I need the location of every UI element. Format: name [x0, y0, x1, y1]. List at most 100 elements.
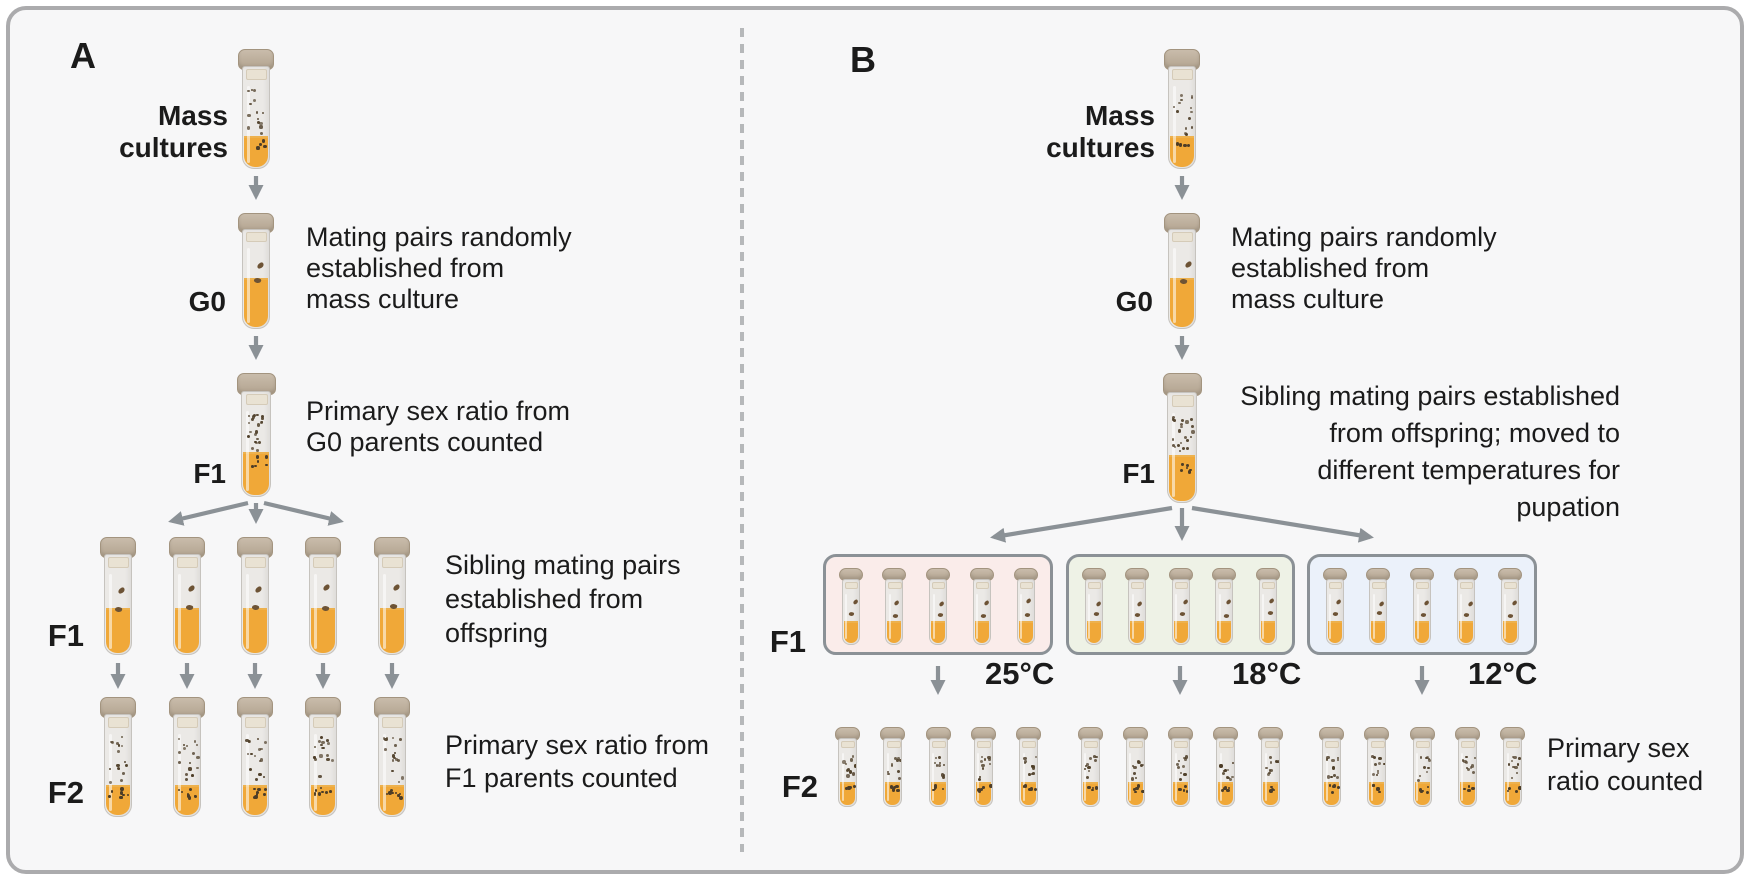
- fly-speck: [1231, 761, 1235, 765]
- vial-highlight: [1329, 593, 1332, 639]
- fly-speck: [1094, 786, 1098, 790]
- vial-plug: [932, 582, 946, 589]
- vial-body: [1500, 579, 1519, 645]
- fly-speck: [313, 756, 316, 759]
- fly-speck: [1227, 776, 1230, 780]
- panel-b-label: B: [850, 39, 876, 80]
- vial-highlight: [1370, 753, 1373, 801]
- fly-speck: [941, 775, 946, 780]
- fly-speck: [1377, 769, 1380, 772]
- g0-caption-b: Mating pairs randomly established from m…: [1231, 222, 1497, 314]
- fly-speck: [263, 144, 268, 149]
- fly-speck: [987, 758, 991, 762]
- fly-speck: [890, 764, 893, 768]
- fly-speck: [1131, 777, 1135, 781]
- vial-media: [1458, 621, 1473, 643]
- vial-plug: [1459, 582, 1474, 589]
- fly-speck: [1325, 758, 1329, 761]
- fly-speck: [1133, 788, 1136, 791]
- fly-icon: [1223, 613, 1230, 619]
- fly-speck: [938, 755, 942, 759]
- vial-highlight: [1020, 593, 1023, 639]
- culture-vial: [880, 727, 906, 807]
- vial-body: [241, 554, 269, 655]
- vial-plug: [844, 582, 858, 589]
- vial-highlight: [246, 411, 250, 491]
- fly-speck: [1471, 787, 1476, 791]
- fly-speck: [1023, 784, 1028, 788]
- fly-speck: [1091, 787, 1094, 790]
- fly-speck: [1083, 767, 1087, 771]
- fly-speck: [396, 759, 401, 763]
- fly-speck: [391, 754, 396, 758]
- culture-vial: [969, 568, 994, 645]
- vial-plug: [1416, 582, 1430, 589]
- fly-speck: [184, 777, 188, 781]
- fly-speck: [853, 764, 857, 768]
- fly-speck: [1024, 760, 1027, 763]
- fly-speck: [257, 737, 260, 741]
- culture-vial: [1168, 727, 1193, 807]
- culture-vial: [1164, 213, 1200, 329]
- vial-body: [173, 554, 201, 655]
- fly-speck: [177, 750, 182, 755]
- fly-speck: [933, 784, 938, 788]
- fly-speck: [1176, 443, 1181, 448]
- fly-speck: [110, 740, 113, 744]
- vial-highlight: [177, 573, 181, 649]
- fly-speck: [1375, 774, 1378, 777]
- fly-speck: [893, 756, 898, 761]
- vial-highlight: [1172, 248, 1176, 323]
- fly-speck: [1184, 785, 1188, 788]
- culture-vial: [1164, 49, 1200, 169]
- fly-speck: [1171, 438, 1175, 441]
- culture-vial: [237, 537, 273, 655]
- fly-speck: [1418, 775, 1422, 778]
- fly-icon: [938, 601, 945, 607]
- vial-highlight: [313, 573, 317, 649]
- vial-media: [1173, 782, 1188, 805]
- vial-body: [104, 554, 132, 655]
- fly-speck: [1093, 758, 1098, 763]
- fly-speck: [120, 744, 123, 748]
- f2-row-label-a: F2: [47, 775, 84, 810]
- fly-speck: [889, 785, 894, 789]
- vial-plug: [1083, 741, 1098, 748]
- fly-speck: [939, 761, 942, 765]
- fly-speck: [251, 465, 254, 468]
- fly-speck: [1028, 773, 1031, 776]
- f1-row-label-a: F1: [47, 618, 84, 653]
- fly-speck: [265, 455, 269, 459]
- f1-label-a: F1: [193, 458, 226, 489]
- fly-speck: [1277, 759, 1280, 764]
- fly-speck: [1179, 422, 1183, 426]
- fly-speck: [1511, 755, 1514, 758]
- fly-speck: [1086, 763, 1089, 766]
- vial-highlight: [1460, 593, 1463, 639]
- fly-speck: [116, 763, 120, 768]
- vial-highlight: [1022, 753, 1025, 801]
- culture-vial: [374, 537, 410, 655]
- fly-speck: [119, 791, 124, 795]
- fly-speck: [1266, 772, 1271, 776]
- fly-speck: [1172, 106, 1175, 109]
- fly-speck: [1090, 788, 1094, 792]
- fly-speck: [393, 757, 396, 760]
- fly-speck: [247, 113, 251, 117]
- fly-speck: [264, 740, 268, 744]
- vial-highlight: [1416, 593, 1419, 639]
- f1-label-b: F1: [1122, 458, 1155, 489]
- vial-body: [1018, 738, 1038, 807]
- vial-body: [972, 579, 991, 645]
- fly-icon: [1134, 612, 1141, 618]
- fly-speck: [116, 750, 120, 754]
- fly-speck: [255, 455, 259, 459]
- fly-speck: [1336, 786, 1340, 789]
- vial-plug: [313, 557, 335, 568]
- fly-speck: [1220, 788, 1224, 792]
- fly-speck: [981, 764, 985, 768]
- fly-speck: [896, 759, 899, 763]
- fly-speck: [851, 772, 856, 776]
- vial-body: [1412, 738, 1432, 807]
- fly-speck: [193, 740, 197, 743]
